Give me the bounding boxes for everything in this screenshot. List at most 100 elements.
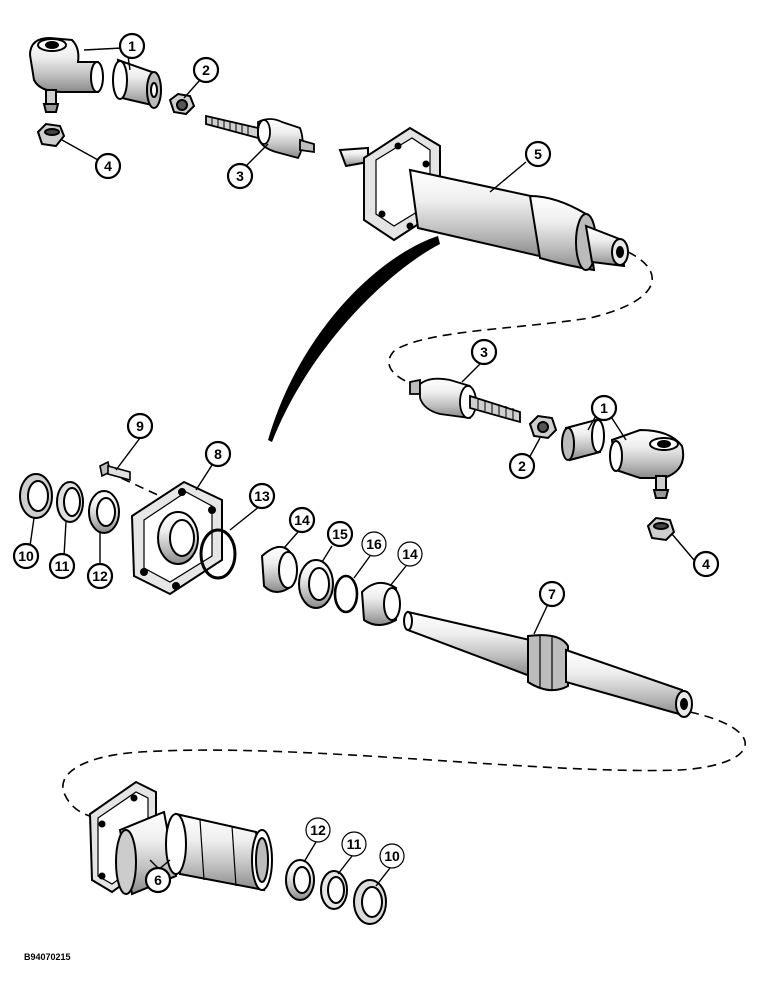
callout-circle xyxy=(12,542,40,570)
callout-number: 15 xyxy=(332,526,348,542)
gland-flange xyxy=(130,480,223,596)
o-ring-13 xyxy=(199,528,237,580)
callout-circle xyxy=(305,817,331,843)
callout-2: 2 xyxy=(192,56,220,84)
callout-circle xyxy=(204,440,232,468)
rod-seal-12-upper xyxy=(88,490,120,534)
figure-code: B94070215 xyxy=(24,952,71,962)
callout-number: 16 xyxy=(366,536,382,552)
callout-6: 6 xyxy=(144,866,172,894)
steering-cylinder-housing xyxy=(338,126,629,272)
callout-3: 3 xyxy=(226,162,254,190)
backup-ring-11-lower xyxy=(320,870,348,910)
callout-number: 11 xyxy=(55,558,70,574)
callout-14: 14 xyxy=(288,506,316,534)
lock-nut-lower-right xyxy=(646,516,676,542)
callout-16: 16 xyxy=(361,531,387,557)
callout-14: 14 xyxy=(397,541,423,567)
callout-circle xyxy=(192,56,220,84)
callout-1: 1 xyxy=(590,394,618,422)
callout-2: 2 xyxy=(508,452,536,480)
callout-number: 1 xyxy=(128,38,136,54)
leader-lines xyxy=(29,47,695,887)
inner-tie-rod-upper xyxy=(205,114,315,160)
callout-circle xyxy=(379,843,405,869)
callout-number: 7 xyxy=(548,586,556,602)
callout-circle xyxy=(470,338,498,366)
callout-5: 5 xyxy=(524,140,552,168)
callout-circle xyxy=(538,580,566,608)
callout-4: 4 xyxy=(94,152,122,180)
callout-circle xyxy=(590,394,618,422)
callout-circle xyxy=(508,452,536,480)
callout-number: 12 xyxy=(310,822,326,838)
callout-10: 10 xyxy=(379,843,405,869)
callout-circle xyxy=(288,506,316,534)
rod-seal-12-lower xyxy=(285,859,315,901)
callout-circle xyxy=(126,412,154,440)
callout-number: 5 xyxy=(534,146,542,162)
jam-nut-upper xyxy=(168,92,196,116)
callout-circle xyxy=(361,531,387,557)
callout-circle xyxy=(94,152,122,180)
callout-number: 9 xyxy=(136,418,144,434)
callout-11: 11 xyxy=(48,552,76,580)
jam-nut-lower xyxy=(528,414,558,440)
callout-4: 4 xyxy=(692,550,720,578)
o-ring-16 xyxy=(333,574,359,614)
callout-circle xyxy=(524,140,552,168)
callout-number: 1 xyxy=(600,400,608,416)
callout-number: 8 xyxy=(214,446,222,462)
callout-number: 11 xyxy=(347,836,362,852)
callout-10: 10 xyxy=(12,542,40,570)
callout-circle xyxy=(692,550,720,578)
callout-3: 3 xyxy=(470,338,498,366)
callout-circle xyxy=(226,162,254,190)
callout-number: 2 xyxy=(202,62,210,78)
callout-circle xyxy=(144,866,172,894)
backup-ring-11-upper xyxy=(56,481,84,523)
callout-number: 14 xyxy=(294,512,310,528)
inner-tie-rod-lower xyxy=(409,377,521,424)
wiper-seal-10-upper xyxy=(19,473,53,519)
callout-circle xyxy=(341,831,367,857)
callout-1: 1 xyxy=(118,32,146,60)
callout-number: 6 xyxy=(154,872,162,888)
tie-rod-end-upper-left xyxy=(28,36,104,113)
wear-ring-14-left xyxy=(260,545,298,593)
callout-circle xyxy=(397,541,423,567)
callout-number: 3 xyxy=(480,344,488,360)
lock-nut-upper-left xyxy=(36,122,66,148)
callout-9: 9 xyxy=(126,412,154,440)
callout-number: 2 xyxy=(518,458,526,474)
callout-number: 14 xyxy=(402,546,418,562)
callout-12: 12 xyxy=(305,817,331,843)
callout-number: 12 xyxy=(92,568,108,584)
callout-circle xyxy=(86,562,114,590)
sleeve-lower xyxy=(561,418,605,462)
callout-12: 12 xyxy=(86,562,114,590)
cylinder-barrel xyxy=(88,780,273,896)
callout-number: 3 xyxy=(236,168,244,184)
wiper-seal-10-lower xyxy=(353,879,387,925)
callout-11: 11 xyxy=(341,831,367,857)
callout-number: 4 xyxy=(104,158,112,174)
callout-7: 7 xyxy=(538,580,566,608)
callout-circle xyxy=(118,32,146,60)
capscrew xyxy=(99,460,131,482)
piston-rod xyxy=(403,610,693,718)
callout-number: 4 xyxy=(702,556,710,572)
callout-number: 10 xyxy=(384,848,400,864)
wear-ring-14-right xyxy=(360,581,401,626)
curved-pointer-band xyxy=(268,236,440,442)
tie-rod-end-lower-right xyxy=(609,428,685,499)
callout-13: 13 xyxy=(248,482,276,510)
callout-number: 10 xyxy=(18,548,34,564)
sleeve-upper xyxy=(112,58,162,109)
callout-circle xyxy=(248,482,276,510)
callout-8: 8 xyxy=(204,440,232,468)
piston-seal-15 xyxy=(298,559,334,609)
